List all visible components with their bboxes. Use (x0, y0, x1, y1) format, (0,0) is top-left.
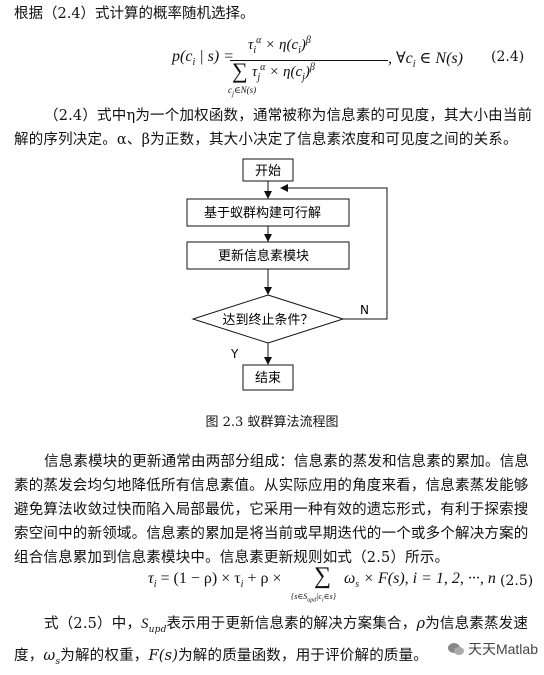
eq24-num-tau: τ (248, 37, 254, 53)
flow-no-label: N (360, 303, 369, 317)
eq24-sum-sub-set: ∈N(s) (233, 85, 257, 95)
flow-end-box (242, 364, 294, 391)
eq24-num-sub2: i (298, 45, 301, 56)
eq24-den-mid: × η(c (265, 64, 303, 80)
para3-f: F(s) (148, 647, 179, 664)
eq24-fraction-bar (230, 60, 388, 61)
paragraph-2: 信息素模块的更新通常由两部分组成：信息素的蒸发和信息素的累加。信息素的蒸发会均匀… (14, 454, 530, 566)
eq24-num-sup2: β (305, 35, 311, 46)
flow-end-label: 结束 (255, 371, 281, 386)
eq24-condition: , ∀ci ∈ N(s) (388, 48, 463, 70)
watermark: 天天Matlab (447, 639, 538, 659)
intro-line: 根据（2.4）式计算的概率随机选择。 (14, 6, 255, 22)
eq25-tau: τ (148, 570, 154, 587)
eq25-body2: + ρ × (243, 570, 282, 587)
eq25-after2: × F(s), i = 1, 2, ···, n (359, 570, 496, 587)
eq25-main: τi = (1 − ρ) × τi + ρ × (148, 570, 281, 590)
flow-yes-label: Y (230, 347, 239, 361)
eq24-num-end: ) (300, 37, 306, 53)
eq24-cond: , ∀c (388, 50, 413, 67)
eq24-cond-end: ∈ N(s) (415, 50, 463, 67)
flow-decision-label: 达到终止条件？ (222, 312, 313, 328)
eq25-sum-sub-i: i (321, 597, 324, 604)
eq25-body: = (1 − ρ) × τ (156, 570, 241, 587)
flow-step2-box (186, 241, 350, 270)
eq24-lhs: p(c (172, 48, 193, 65)
eq24-den-tau-sup: α (260, 62, 266, 73)
figure-caption: 图 2.3 蚁群算法流程图 (205, 415, 339, 430)
para3-omega: ω (43, 647, 56, 664)
eq25-body-sub: i (240, 579, 244, 591)
eq24-denominator: τjα × η(cj)β (252, 62, 315, 83)
eq24-num-mid: × η(c (261, 37, 299, 53)
eq24-lhs-sub: i (192, 57, 196, 69)
eq25-omega-sub: s (355, 579, 360, 591)
wechat-icon (447, 642, 464, 656)
para3-omega-sub: s (55, 656, 61, 667)
flowchart: 开始 基于蚁群构建可行解 更新信息素模块 达到终止条件？ N Y 结束 (186, 158, 388, 391)
eq25-sum-sub-sub: upd (307, 597, 317, 604)
flow-step2-label: 更新信息素模块 (218, 248, 309, 264)
eq24-lhs-rest: | s) = (195, 48, 234, 65)
eq24-den-sup: β (309, 62, 315, 73)
paragraph-3: 式（2.5）中，Supd表示用于更新信息素的解决方案集合，ρ为信息素蒸发速度，ω… (14, 611, 534, 675)
eq24-sum-sub-c: c (228, 85, 232, 95)
paragraph-1: （2.4）式中η为一个加权函数，通常被称为信息素的可见度，其大小由当前解的序列决… (14, 108, 533, 148)
eq24-sum-subscript: cj∈N(s) (228, 85, 256, 98)
flow-step1-label: 基于蚁群构建可行解 (204, 206, 321, 221)
eq25-number: (2.5) (500, 573, 534, 589)
eq25-tau-sub: i (153, 579, 157, 591)
eq25-omega: ω (344, 570, 356, 587)
eq25-sum-sub-end: |c (316, 592, 322, 601)
para3-a: 式（2.5）中， (44, 616, 142, 632)
eq24-sum-symbol: ∑ (232, 58, 248, 83)
eq24-num-tau-sup: α (256, 35, 262, 46)
eq24-sum-sub-j: j (232, 89, 234, 98)
flow-step1-box (186, 198, 350, 227)
para3-e: 为解的质量函数，用于评价解的质量。 (178, 647, 428, 664)
eq25-sum-subscript: {s∈Supd|ci∈s} (291, 592, 336, 604)
eq25-after: ωs × F(s), i = 1, 2, ···, n (344, 570, 496, 590)
eq24-number: (2.4) (491, 49, 525, 65)
eq24-den-tau-sub: j (257, 72, 261, 83)
eq24-den-sub: j (302, 72, 305, 83)
para3-b: 表示用于更新信息素的解决方案集合， (166, 616, 417, 632)
watermark-text: 天天Matlab (467, 641, 538, 657)
eq24-numerator: τiα × η(ci)β (248, 35, 311, 56)
para3-c: 为信息素蒸发速度， (14, 616, 529, 664)
eq24-num-tau-sub: i (253, 45, 257, 56)
flow-start-label: 开始 (255, 164, 281, 179)
eq25-sum-symbol: ∑ (314, 563, 332, 589)
para3-s-sub: upd (148, 624, 167, 635)
para3-s: S (141, 616, 149, 632)
eq24-den-tau: τ (252, 64, 258, 80)
eq25-sum-sub: {s∈S (291, 592, 308, 601)
para3-d: 为解的权重， (60, 647, 149, 664)
flow-no-loop (280, 184, 388, 320)
para3-rho: ρ (416, 616, 426, 632)
eq25-sum-sub-close: ∈s} (323, 592, 336, 601)
eq24-den-end: ) (304, 64, 310, 80)
eq24-cond-sub: i (412, 59, 416, 71)
